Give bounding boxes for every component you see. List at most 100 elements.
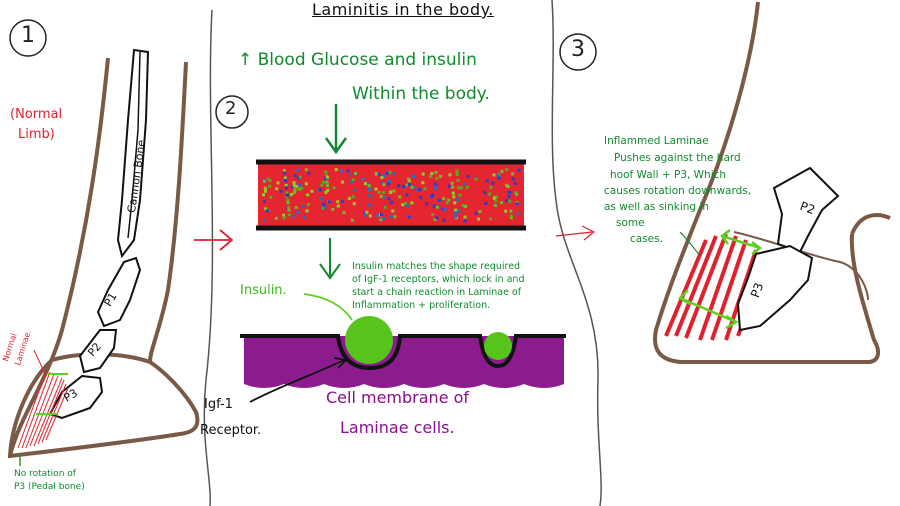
glucose-particle bbox=[382, 217, 386, 220]
insulin-label: Insulin. bbox=[240, 283, 287, 298]
glucose-particle bbox=[457, 209, 461, 213]
glucose-particle bbox=[282, 169, 286, 173]
glucose-particle bbox=[292, 191, 296, 195]
p1-bone-shape bbox=[96, 256, 142, 328]
glucose-particle bbox=[286, 198, 290, 202]
glucose-particle bbox=[354, 172, 357, 175]
glucose-particle bbox=[296, 168, 300, 172]
p2-bone-3 bbox=[772, 166, 840, 254]
glucose-particle bbox=[379, 213, 383, 216]
leg-outline-front bbox=[8, 57, 110, 457]
glucose-particle bbox=[284, 186, 288, 190]
glucose-particle bbox=[300, 186, 304, 190]
glucose-particle bbox=[297, 183, 301, 187]
glucose-particle bbox=[363, 182, 367, 186]
glucose-particle bbox=[492, 173, 496, 177]
glucose-particle bbox=[474, 211, 478, 215]
glucose-particle bbox=[298, 175, 302, 179]
glucose-particle bbox=[332, 186, 336, 190]
glucose-particle bbox=[393, 215, 397, 219]
glucose-particle bbox=[474, 177, 478, 181]
glucose-particle bbox=[516, 212, 520, 216]
glucose-particle bbox=[293, 188, 297, 192]
glucose-particle bbox=[276, 181, 280, 185]
glucose-particle bbox=[466, 175, 470, 178]
glucose-particle bbox=[353, 189, 357, 192]
glucose-particle bbox=[504, 199, 508, 202]
glucose-particle bbox=[279, 189, 283, 193]
glucose-particle bbox=[489, 217, 492, 221]
glucose-particle bbox=[434, 182, 437, 186]
circle-2 bbox=[215, 95, 249, 129]
glucose-particle bbox=[511, 172, 514, 176]
glucose-particle bbox=[406, 204, 410, 208]
glucose-particle bbox=[317, 188, 321, 192]
inflamed-text-2: Pushes against the hard bbox=[614, 152, 741, 164]
glucose-particle bbox=[290, 185, 294, 189]
inflamed-text-1: Inflammed Laminae bbox=[604, 135, 709, 147]
glucose-particle bbox=[285, 193, 289, 197]
glucose-particle bbox=[436, 205, 439, 209]
glucose-particle bbox=[398, 195, 402, 199]
glucose-particle bbox=[407, 179, 411, 183]
glucose-particle bbox=[401, 203, 405, 207]
glucose-particle bbox=[386, 182, 390, 186]
glucose-particle bbox=[268, 184, 272, 188]
glucose-particle bbox=[513, 181, 517, 185]
glucose-particle bbox=[507, 191, 511, 194]
glucose-particle bbox=[391, 209, 395, 213]
glucose-particle bbox=[515, 202, 519, 206]
glucose-particle bbox=[298, 187, 302, 191]
glucose-particle bbox=[323, 205, 327, 209]
glucose-particle bbox=[448, 173, 452, 177]
glucose-particle bbox=[324, 191, 328, 194]
glucose-particle bbox=[509, 216, 513, 220]
glucose-particle bbox=[454, 215, 458, 219]
glucose-particle bbox=[289, 192, 293, 196]
glucose-particle bbox=[292, 181, 296, 185]
glucose-particle bbox=[347, 196, 351, 200]
glucose-particle bbox=[453, 201, 457, 205]
glucose-particle bbox=[496, 174, 500, 178]
glucose-particle bbox=[286, 201, 290, 205]
glucose-particle bbox=[304, 168, 308, 172]
glucose-particle bbox=[284, 183, 288, 187]
glucose-particle bbox=[325, 175, 329, 179]
glucose-particle bbox=[263, 186, 267, 190]
glucose-particle bbox=[368, 214, 372, 218]
glucose-particle bbox=[430, 172, 434, 175]
glucose-particle bbox=[442, 197, 446, 201]
glucose-particle bbox=[268, 179, 272, 183]
glucose-particle bbox=[442, 218, 446, 222]
insulin-bound-2 bbox=[484, 332, 512, 360]
glucose-particle bbox=[331, 207, 335, 211]
glucose-particle bbox=[410, 201, 414, 205]
glucose-particle bbox=[505, 168, 509, 172]
glucose-particle bbox=[382, 174, 386, 178]
membrane-bumps bbox=[244, 384, 564, 388]
glucose-particle bbox=[375, 213, 379, 217]
glucose-particle bbox=[304, 182, 308, 186]
hoof-outline bbox=[7, 352, 200, 459]
glucose-particle bbox=[350, 180, 354, 184]
glucose-particle bbox=[390, 200, 394, 204]
glucose-particle bbox=[411, 174, 415, 178]
glucose-particle bbox=[325, 184, 329, 188]
p3-bone-3 bbox=[736, 244, 814, 332]
glucose-particle bbox=[463, 205, 467, 209]
glucose-particle bbox=[455, 173, 459, 176]
glucose-particle bbox=[275, 187, 279, 191]
glucose-particle bbox=[382, 195, 386, 199]
glucose-particle bbox=[379, 194, 383, 198]
glucose-particle bbox=[463, 182, 467, 186]
glucose-particle bbox=[500, 169, 504, 173]
glucose-particle bbox=[517, 168, 521, 172]
normal-limb-label-2: Limb) bbox=[18, 127, 55, 142]
panel-1-number: 1 bbox=[21, 23, 35, 48]
glucose-particle bbox=[404, 201, 408, 205]
glucose-particle bbox=[451, 191, 455, 195]
insulin-match-text-2: of IgF-1 receptors, which lock in and bbox=[352, 274, 525, 285]
glucose-particle bbox=[413, 185, 417, 189]
green-arrow-top bbox=[720, 229, 763, 255]
